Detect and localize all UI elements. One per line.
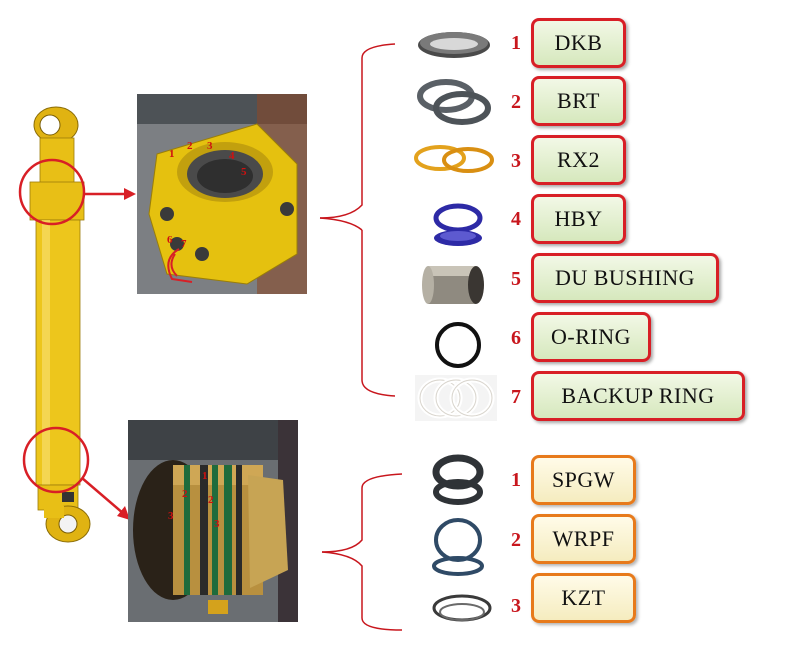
head-photo-mark-6: 6: [167, 234, 173, 246]
piston-part-number-2: 2: [511, 529, 521, 551]
head-part-number-1: 1: [511, 32, 521, 54]
label-rx2: RX2: [531, 135, 626, 185]
head-photo-mark-1: 1: [169, 148, 175, 160]
piston-part-number-3: 3: [511, 595, 521, 617]
piston-brace-bottom: [321, 551, 403, 631]
piston-part-number-1: 1: [511, 469, 521, 491]
hby-seal-icon: [433, 203, 483, 246]
piston-brace-top: [321, 473, 403, 553]
wrpf-ring-icon: [432, 518, 484, 576]
label-dkb: DKB: [531, 18, 626, 68]
label-backup-ring: BACKUP RING: [531, 371, 745, 421]
head-photo-mark-7: 7: [181, 238, 187, 250]
piston-photo-mark-1: 1: [202, 470, 208, 482]
cylinder-head-photo: 1 2 3 4 5 6 7: [137, 94, 307, 294]
kzt-ring-icon: [432, 594, 492, 622]
head-photo-mark-4: 4: [229, 150, 235, 162]
piston-callout-arrow: [81, 477, 125, 515]
piston-photo-mark-2a: 2: [182, 488, 188, 500]
head-callout-circle: [18, 158, 86, 226]
head-part-number-5: 5: [511, 268, 521, 290]
o-ring-icon: [435, 322, 481, 368]
label-spgw: SPGW: [531, 455, 636, 505]
piston-photo-mark-2b: 2: [208, 494, 214, 506]
label-du-bushing: DU BUSHING: [531, 253, 719, 303]
head-part-number-3: 3: [511, 150, 521, 172]
label-kzt: KZT: [531, 573, 636, 623]
head-part-number-2: 2: [511, 91, 521, 113]
piston-photo: 1 2 2 3 3: [128, 420, 298, 622]
spgw-seal-icon: [432, 454, 484, 505]
label-wrpf: WRPF: [531, 514, 636, 564]
head-photo-mark-5: 5: [241, 166, 247, 178]
backup-ring-icon: [415, 375, 497, 421]
label-hby: HBY: [531, 194, 626, 244]
head-brace-top: [319, 43, 396, 219]
rx2-seal-icon: [414, 145, 494, 173]
head-part-number-4: 4: [511, 208, 521, 230]
label-brt: BRT: [531, 76, 626, 126]
du-bushing-icon: [422, 266, 484, 304]
brt-seal-icon: [417, 79, 491, 125]
dkb-seal-icon: [418, 32, 490, 58]
hydraulic-cylinder-image: [29, 106, 91, 543]
piston-callout-circle: [22, 426, 90, 494]
piston-photo-mark-3a: 3: [168, 510, 174, 522]
head-photo-mark-3: 3: [207, 140, 213, 152]
label-o-ring: O-RING: [531, 312, 651, 362]
head-photo-mark-2: 2: [187, 140, 193, 152]
head-brace-tip: [319, 217, 363, 231]
head-brace-bottom: [361, 230, 396, 397]
head-part-number-7: 7: [511, 386, 521, 408]
piston-photo-mark-3b: 3: [214, 518, 220, 530]
head-part-number-6: 6: [511, 327, 521, 349]
